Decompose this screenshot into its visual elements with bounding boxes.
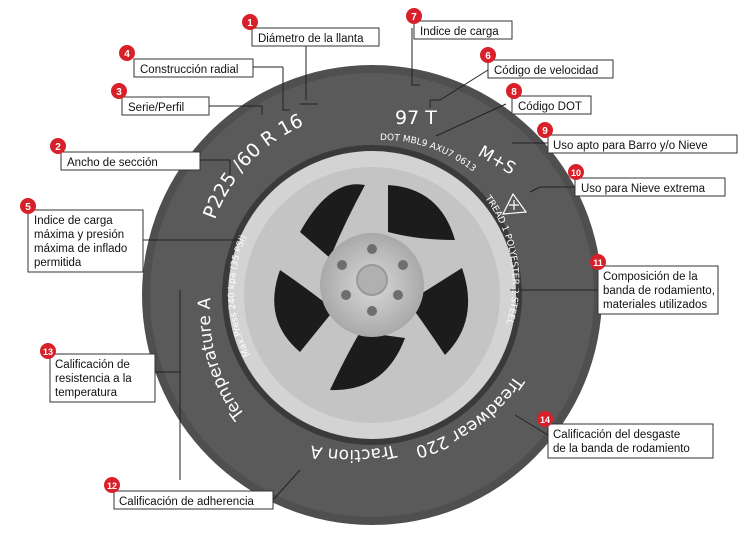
svg-text:8: 8 xyxy=(511,87,517,98)
callout-4: Construcción radial 4 xyxy=(119,45,254,78)
load-speed-text: 97 T xyxy=(395,107,437,129)
hub-cap xyxy=(356,264,388,296)
svg-text:Diámetro de la llanta: Diámetro de la llanta xyxy=(258,33,364,45)
svg-text:temperatura: temperatura xyxy=(55,387,118,399)
svg-text:banda de rodamiento,: banda de rodamiento, xyxy=(603,285,715,297)
svg-text:11: 11 xyxy=(593,258,603,268)
svg-text:12: 12 xyxy=(107,481,117,491)
svg-text:3: 3 xyxy=(116,87,122,98)
callout-11: Composición de la banda de rodamiento, m… xyxy=(590,254,719,315)
svg-text:9: 9 xyxy=(542,126,548,137)
svg-text:Código DOT: Código DOT xyxy=(518,101,582,113)
svg-text:permitida: permitida xyxy=(34,257,82,269)
svg-text:materiales utilizados: materiales utilizados xyxy=(603,299,707,311)
leader-lines xyxy=(143,28,598,501)
svg-text:Calificación de: Calificación de xyxy=(55,359,130,371)
callout-5: Indice de carga máxima y presión máxima … xyxy=(20,198,144,273)
snowflake-mountain-icon xyxy=(501,192,528,215)
svg-text:Indice de carga: Indice de carga xyxy=(34,215,113,227)
svg-text:resistencia a la: resistencia a la xyxy=(55,373,132,385)
svg-text:Calificación de adherencia: Calificación de adherencia xyxy=(119,496,254,508)
svg-text:10: 10 xyxy=(571,168,581,178)
callout-14: Calificación del desgaste de la banda de… xyxy=(537,411,714,459)
svg-text:de la banda de rodamiento: de la banda de rodamiento xyxy=(553,443,690,455)
svg-text:4: 4 xyxy=(124,49,130,60)
svg-text:14: 14 xyxy=(540,415,550,425)
callout-13: Calificación de resistencia a la tempera… xyxy=(40,343,156,403)
callout-3: Serie/Perfil 3 xyxy=(111,83,210,116)
svg-text:Uso para Nieve extrema: Uso para Nieve extrema xyxy=(581,183,706,195)
svg-text:7: 7 xyxy=(411,12,417,23)
callout-12: Calificación de adherencia 12 xyxy=(104,477,274,510)
svg-text:1: 1 xyxy=(247,18,253,29)
callout-6: Código de velocidad 6 xyxy=(480,47,614,79)
svg-text:6: 6 xyxy=(485,51,491,62)
callout-8: Código DOT 8 xyxy=(506,83,592,115)
svg-text:5: 5 xyxy=(25,202,31,213)
callout-9: Uso apto para Barro y/o Nieve 9 xyxy=(537,122,738,154)
svg-text:máxima de inflado: máxima de inflado xyxy=(34,243,127,255)
svg-text:Serie/Perfil: Serie/Perfil xyxy=(128,102,184,114)
spoke-openings xyxy=(274,184,469,391)
callout-7: Indice de carga 7 xyxy=(406,8,513,40)
svg-text:13: 13 xyxy=(43,347,53,357)
svg-text:Código de velocidad: Código de velocidad xyxy=(494,65,598,77)
callout-10: Uso para Nieve extrema 10 xyxy=(568,164,726,197)
callout-2: Ancho de sección 2 xyxy=(50,138,201,171)
svg-text:2: 2 xyxy=(55,142,61,153)
svg-text:Calificación del desgaste: Calificación del desgaste xyxy=(553,429,680,441)
svg-text:Indice de carga: Indice de carga xyxy=(420,26,499,38)
svg-text:Uso apto para Barro y/o Nieve: Uso apto para Barro y/o Nieve xyxy=(553,140,708,152)
tire: P225 /60 R 16 97 T DOT MBL9 AXU7 0613 M+… xyxy=(142,65,602,525)
lug-nuts xyxy=(337,244,408,316)
svg-text:Ancho de sección: Ancho de sección xyxy=(67,157,158,169)
callout-1: Diámetro de la llanta 1 xyxy=(242,14,380,47)
svg-text:Composición de la: Composición de la xyxy=(603,271,698,283)
svg-text:máxima y presión: máxima y presión xyxy=(34,229,124,241)
svg-text:Construcción radial: Construcción radial xyxy=(140,64,238,76)
